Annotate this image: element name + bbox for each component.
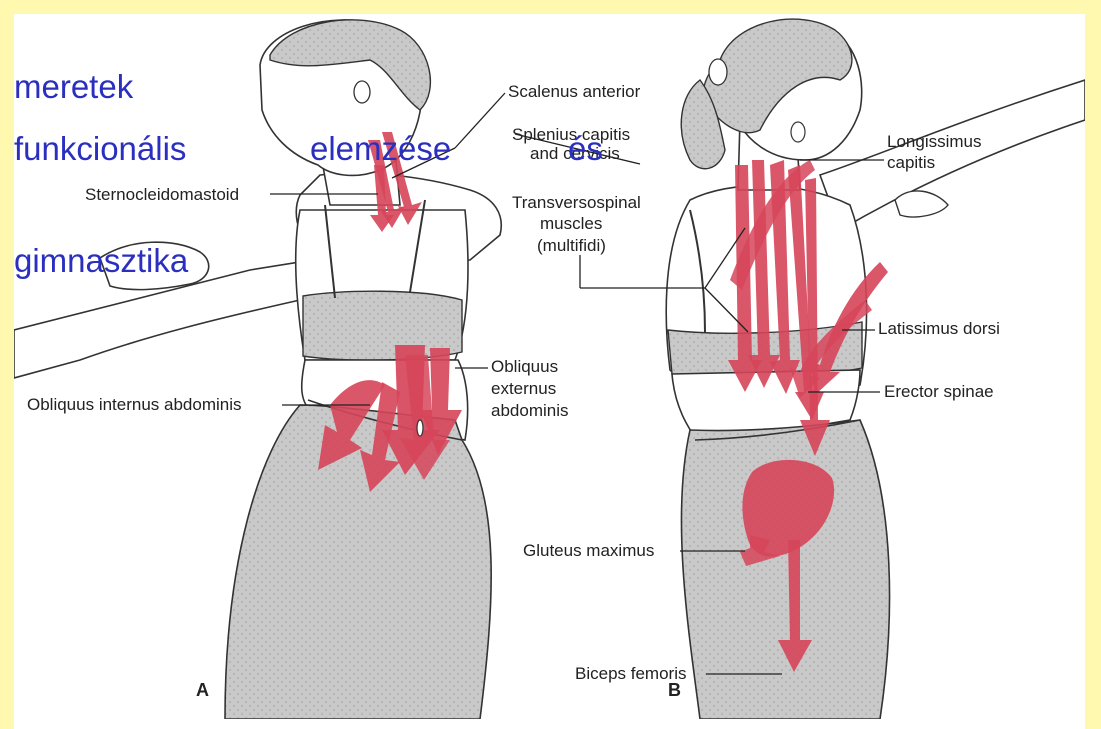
slide-top-band: [0, 0, 1101, 14]
label-scalenus-anterior: Scalenus anterior: [508, 82, 641, 101]
label-longissimus-1: Longissimus: [887, 132, 982, 151]
slide-left-band: [0, 0, 14, 729]
label-transversospinal-1: Transversospinal: [512, 193, 641, 212]
panel-label-a: A: [196, 680, 209, 700]
slide-text-line2c: és: [568, 130, 603, 168]
label-obliquus-externus-3: abdominis: [491, 401, 569, 420]
label-obliquus-externus-2: externus: [491, 379, 556, 398]
label-transversospinal-2: muscles: [540, 214, 602, 233]
muscle-illustration: Scalenus anterior Sternocleidomastoid Ob…: [14, 14, 1085, 719]
label-obliquus-externus-1: Obliquus: [491, 357, 558, 376]
label-sternocleidomastoid: Sternocleidomastoid: [85, 185, 239, 204]
label-transversospinal-3: (multifidi): [537, 236, 606, 255]
label-obliquus-internus: Obliquus internus abdominis: [27, 395, 242, 414]
label-latissimus-dorsi: Latissimus dorsi: [878, 319, 1000, 338]
slide-right-band: [1085, 0, 1101, 729]
slide-text-line3: gimnasztika: [14, 242, 188, 280]
slide-text-line2a: funkcionális: [14, 130, 186, 168]
slide-text-line1: meretek: [14, 68, 133, 106]
slide-text-line2b: elemzése: [310, 130, 451, 168]
label-longissimus-2: capitis: [887, 153, 935, 172]
label-gluteus-maximus: Gluteus maximus: [523, 541, 654, 560]
panel-label-b: B: [668, 680, 681, 700]
label-erector-spinae: Erector spinae: [884, 382, 994, 401]
